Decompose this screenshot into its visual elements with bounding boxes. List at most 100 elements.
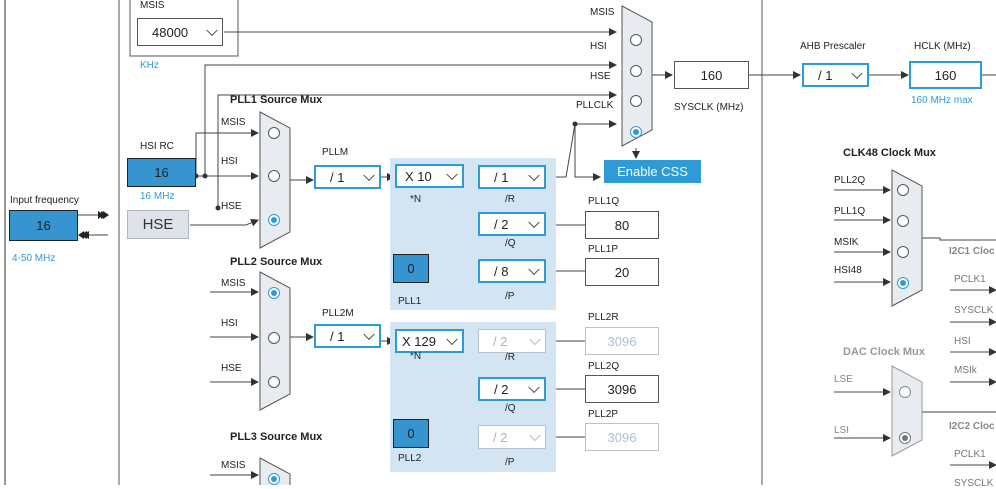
pll2-n-select[interactable]: X 129 [395,329,464,353]
pll2p-out-label: PLL2P [588,409,619,420]
ahb-prescaler-select[interactable]: / 1 [802,63,869,87]
pll1-msis-radio[interactable] [268,127,280,139]
dac-lsi-radio[interactable] [899,432,911,444]
clk48-pll1q-label: PLL1Q [834,206,866,217]
pll2-name: PLL2 [398,453,422,464]
i2c1-msik-label: MSIk [954,365,977,376]
pll2-fracn-value[interactable]: 0 [393,419,429,448]
pll1-n-value: X 10 [405,168,432,184]
clk48-pll1q-radio[interactable] [897,215,909,227]
pll1-p-value: / 8 [494,263,509,279]
sysclk-mux-hse-label: HSE [590,71,611,82]
pll2q-out-label: PLL2Q [588,361,620,372]
pll2r-out-value[interactable]: 3096 [585,327,659,355]
chevron-down-icon [446,168,458,181]
sysclk-mux-hsi-label: HSI [590,41,607,52]
clk48-msik-label: MSIK [834,237,859,248]
clk48-pll2q-radio[interactable] [897,184,909,196]
pll1-r-select[interactable]: / 1 [478,165,546,189]
hclk-label: HCLK (MHz) [914,41,971,52]
pll2p-out-value[interactable]: 3096 [585,423,659,451]
i2c1-pclk1-label: PCLK1 [954,274,986,285]
sysclk-mux-pllclk-label: PLLCLK [576,100,614,111]
clk48-mux-shape [891,169,923,307]
pll2r-out-label: PLL2R [588,312,619,323]
pll2-msis-radio[interactable] [268,287,280,299]
pll2-q-select[interactable]: / 2 [478,377,546,401]
pll2-p-label: /P [505,457,515,468]
clk48-hsi48-radio[interactable] [897,277,909,289]
pll3-msis-radio[interactable] [268,473,280,485]
chevron-down-icon [528,169,540,182]
chevron-down-icon [529,333,541,346]
pll2-q-value: / 2 [494,381,509,397]
input-frequency-label: Input frequency [10,195,79,206]
pll2-hsi-radio[interactable] [268,332,280,344]
dac-lsi-label: LSI [834,425,850,436]
input-frequency-value[interactable]: 16 [9,210,78,241]
pll1-pllm-select[interactable]: / 1 [314,165,381,189]
pll3-mux-shape [259,457,291,485]
pll1-mux-hse-label: HSE [221,201,242,212]
pll2-r-select[interactable]: / 2 [478,329,546,353]
sysclk-msis-radio[interactable] [630,34,642,46]
pll2-p-select[interactable]: / 2 [478,425,546,449]
pll1-hsi-radio[interactable] [268,170,280,182]
pll2-hse-radio[interactable] [268,376,280,388]
hsirc-value[interactable]: 16 [127,158,196,187]
pll1-p-select[interactable]: / 8 [478,259,546,283]
chevron-down-icon [528,263,540,276]
pll2-mux-hsi-label: HSI [221,318,238,329]
pll1-q-label: /Q [505,238,516,249]
pll3-source-mux-title: PLL3 Source Mux [230,431,323,443]
pll2-n-label: *N [410,351,422,362]
pll2-n-value: X 129 [402,333,436,349]
i2c1-sysclk-label: SYSCLK [954,305,994,316]
ahb-prescaler-value: / 1 [818,67,833,83]
pll2q-out-value[interactable]: 3096 [585,375,659,403]
i2c2-sysclk-label: SYSCLK [954,478,994,489]
pll1-mux-hsi-label: HSI [221,156,238,167]
pll2-q-label: /Q [505,403,516,414]
hsirc-label: HSI RC [140,141,174,152]
chevron-down-icon [206,24,218,37]
sysclk-hsi-radio[interactable] [630,65,642,77]
pll1-pllm-label: PLLM [322,147,349,158]
msis-unit: KHz [140,60,159,71]
chevron-down-icon [363,169,375,182]
enable-css-button[interactable]: Enable CSS [604,160,701,183]
dac-lse-label: LSE [834,374,853,385]
i2c2-pclk1-label: PCLK1 [954,449,986,460]
hse-oscillator-box[interactable]: HSE [127,210,189,239]
pll1-hse-radio[interactable] [268,214,280,226]
chevron-down-icon [528,216,540,229]
pll1p-out-value[interactable]: 20 [585,258,659,286]
pll2-r-label: /R [505,352,515,363]
i2c1-hsi-label: HSI [954,336,971,347]
pll2-pllm-value: / 1 [330,328,345,344]
msis-frequency-value: 48000 [152,24,189,40]
pll1q-out-label: PLL1Q [588,196,620,207]
pll1-source-mux-title: PLL1 Source Mux [230,94,323,106]
sysclk-value[interactable]: 160 [674,61,749,89]
pll2-source-mux-title: PLL2 Source Mux [230,256,323,268]
pll1-fracn-value[interactable]: 0 [393,254,429,283]
hclk-value[interactable]: 160 [909,61,982,89]
clk48-pll2q-label: PLL2Q [834,175,866,186]
pll2-pllm-select[interactable]: / 1 [314,324,381,348]
i2c1-mux-title: I2C1 Cloc [949,246,995,257]
sysclk-hse-radio[interactable] [630,95,642,107]
pll1-p-label: /P [505,291,515,302]
clk48-msik-radio[interactable] [897,246,909,258]
hclk-max-label: 160 MHz max [911,95,973,106]
pll2-pllm-label: PLL2M [322,308,354,319]
pll1-q-select[interactable]: / 2 [478,212,546,236]
pll1-n-select[interactable]: X 10 [395,164,464,188]
msis-frequency-select[interactable]: 48000 [137,18,223,46]
sysclk-pllclk-radio[interactable] [630,126,642,138]
pll1-r-label: /R [505,194,515,205]
pll1q-out-value[interactable]: 80 [585,211,659,239]
clk48-mux-title: CLK48 Clock Mux [843,147,936,159]
dac-lse-radio[interactable] [899,386,911,398]
hsirc-freq: 16 MHz [140,191,175,202]
